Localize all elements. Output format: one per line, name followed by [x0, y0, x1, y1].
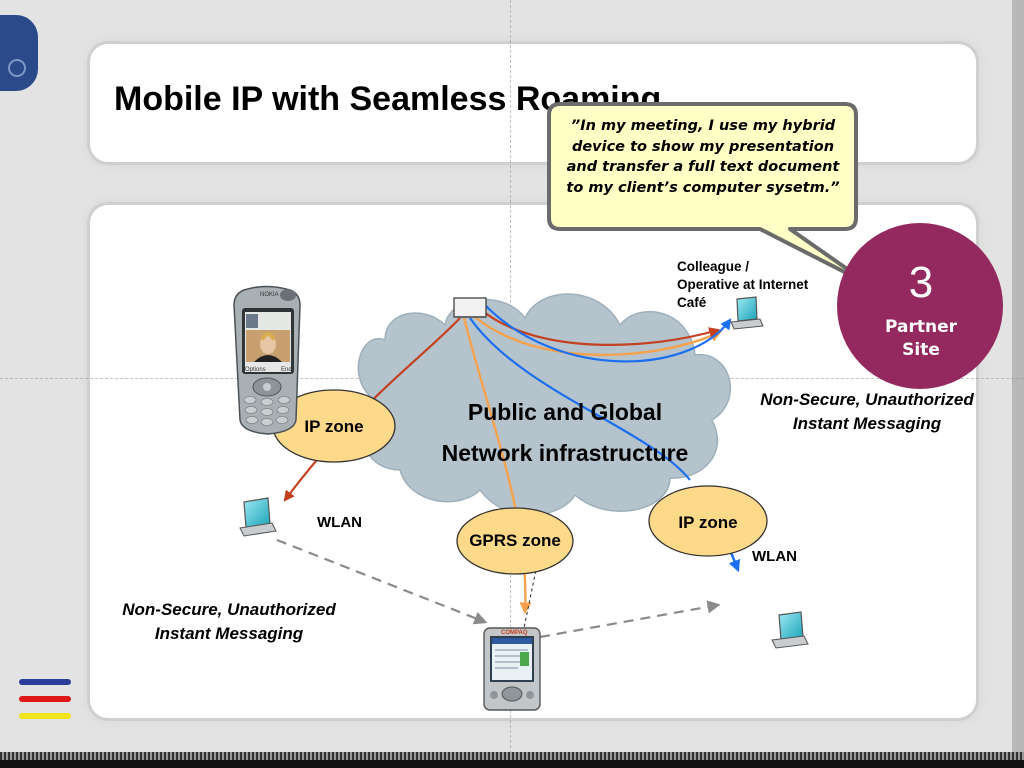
- red-stripe: [19, 696, 71, 702]
- router-icon: [453, 297, 487, 318]
- messaging-left-line-2: Instant Messaging: [154, 624, 304, 643]
- slide-tab-ring-icon: [8, 59, 26, 77]
- wlan-laptop-left-icon: [239, 497, 277, 537]
- colleague-line-3: Café: [677, 295, 707, 310]
- messaging-right-line-1: Non-Secure, Unauthorized: [760, 390, 974, 409]
- messaging-right-text: Non-Secure, Unauthorized Instant Messagi…: [736, 388, 998, 436]
- mobile-phone-icon: [233, 285, 301, 435]
- blue-stripe: [19, 679, 71, 685]
- line-router-to-cafe-orange: [474, 316, 723, 357]
- speech-bubble: [547, 102, 872, 287]
- cloud-title-line-1: Public and Global: [467, 399, 663, 425]
- line-router-to-wlan-laptop: [283, 317, 461, 502]
- pda-brand: COMPAQ: [501, 630, 528, 636]
- ip-zone-left-label: IP zone: [304, 417, 364, 436]
- colleague-line-1: Colleague /: [677, 259, 750, 274]
- wlan-right-label: WLAN: [752, 548, 797, 565]
- line-router-to-cafe-rust: [483, 311, 721, 346]
- wlan-left-label: WLAN: [317, 514, 362, 531]
- ip-zone-right-ellipse: [648, 485, 768, 557]
- gprs-zone-label: GPRS zone: [469, 531, 561, 550]
- cloud-title: Public and Global Network infrastructure: [400, 392, 730, 474]
- messaging-left-text: Non-Secure, Unauthorized Instant Messagi…: [98, 598, 360, 646]
- cloud-title-line-2: Network infrastructure: [441, 440, 689, 466]
- partner-site-line-2: Site: [902, 340, 940, 360]
- wlan-laptop-right-icon: [771, 611, 809, 649]
- line-router-to-cafe-blue: [485, 305, 732, 363]
- quote-text: ”In my meeting, I use my hybrid device t…: [566, 118, 840, 196]
- line-router-to-pda: [462, 317, 532, 615]
- dashed-links: [276, 538, 721, 639]
- partner-site-circle: [837, 223, 1003, 389]
- colleague-label: Colleague / Operative at Internet Café: [677, 258, 808, 312]
- messaging-right-line-2: Instant Messaging: [792, 414, 942, 433]
- ip-zone-right-label: IP zone: [678, 513, 738, 532]
- phone-brand: NOKIA: [260, 292, 279, 298]
- colleague-line-2: Operative at Internet: [677, 277, 809, 292]
- gprs-zone-ellipse: [456, 507, 574, 575]
- network-cloud: [357, 293, 732, 516]
- yellow-stripe: [19, 713, 71, 719]
- phone-left-softkey: Options: [245, 367, 266, 373]
- partner-site-number: 3: [908, 258, 934, 307]
- slide-bottom-shadow: [0, 760, 1024, 768]
- pda-icon: [483, 627, 541, 711]
- slide-tab: [0, 15, 38, 91]
- messaging-left-line-1: Non-Secure, Unauthorized: [122, 600, 336, 619]
- partner-site-line-1: Partner: [884, 317, 957, 337]
- connection-lines: [283, 305, 741, 615]
- partner-site-label: Partner Site: [838, 316, 1004, 362]
- cafe-computer-icon: [730, 296, 764, 330]
- line-router-to-ip-zone: [469, 317, 691, 481]
- slide-right-edge: [1012, 0, 1024, 768]
- phone-right-softkey: End: [281, 367, 292, 373]
